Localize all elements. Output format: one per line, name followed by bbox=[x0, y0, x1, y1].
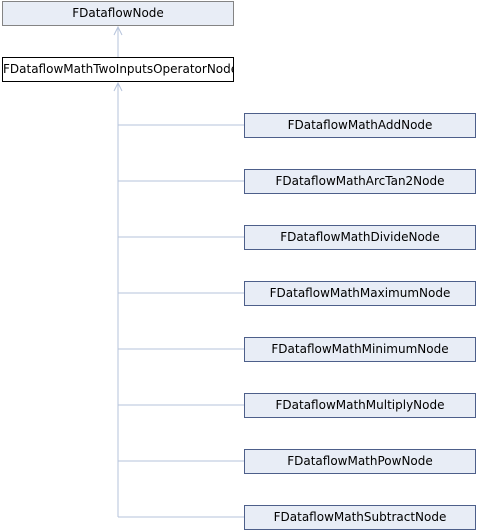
node-fdataflowmathdividenode[interactable]: FDataflowMathDivideNode bbox=[244, 225, 476, 250]
node-fdataflowmathsubtractnode[interactable]: FDataflowMathSubtractNode bbox=[244, 505, 476, 530]
inheritance-arrow-base bbox=[113, 25, 123, 36]
node-fdataflowmathmultiplynode[interactable]: FDataflowMathMultiplyNode bbox=[244, 393, 476, 418]
node-fdataflowmatharctan2node[interactable]: FDataflowMathArcTan2Node bbox=[244, 169, 476, 194]
node-fdataflownode[interactable]: FDataflowNode bbox=[2, 1, 234, 26]
inheritance-arrow-current bbox=[113, 81, 123, 92]
node-fdataflowmathmaximumnode[interactable]: FDataflowMathMaximumNode bbox=[244, 281, 476, 306]
node-fdataflowmathaddnode[interactable]: FDataflowMathAddNode bbox=[244, 113, 476, 138]
node-fdataflowmathpownode[interactable]: FDataflowMathPowNode bbox=[244, 449, 476, 474]
node-fdataflowmathtwoinputsoperatornode: FDataflowMathTwoInputsOperatorNode bbox=[2, 57, 234, 82]
node-fdataflowmathminimumnode[interactable]: FDataflowMathMinimumNode bbox=[244, 337, 476, 362]
